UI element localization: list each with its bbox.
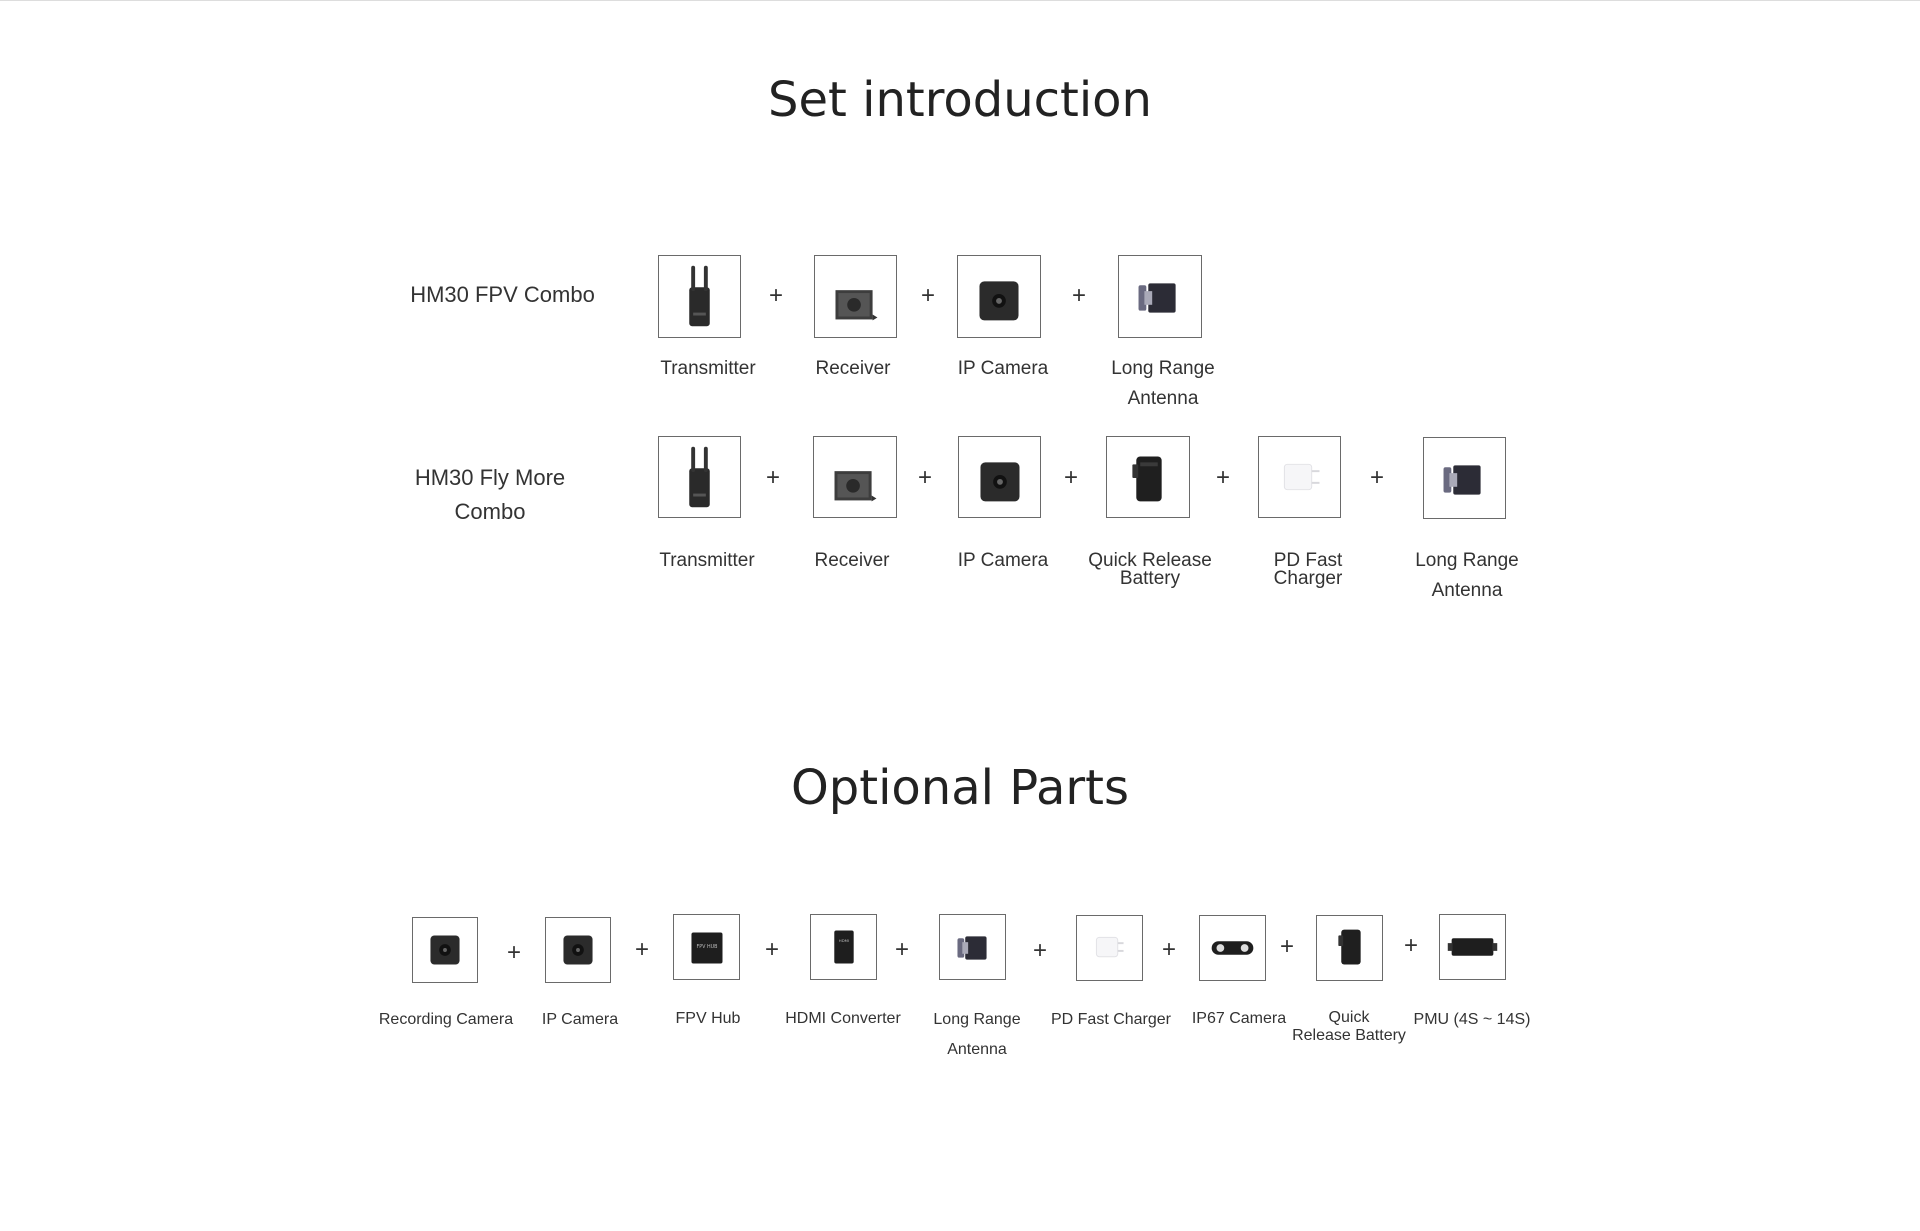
receiver-icon [834,471,877,502]
long-range-antenna-icon [957,936,987,960]
plus-sign: + [1369,464,1385,491]
set-introduction-title: Set introduction [768,72,1152,128]
fly-more-battery-box[interactable] [1106,436,1190,518]
caption: HDMI Converter [785,1010,901,1027]
caption: PD Fast Charger [1050,1011,1172,1028]
caption: Transmitter [659,550,755,571]
optional-recording-camera-box[interactable] [412,917,478,983]
plus-sign: + [765,464,781,491]
battery-icon [1338,929,1361,965]
plus-sign: + [506,939,522,966]
ip-camera-icon [979,281,1019,321]
hdmi-converter-icon: HDMI [834,930,854,964]
caption: IP Camera [957,550,1049,571]
recording-camera-icon [430,935,460,965]
caption: IP Camera [957,358,1049,379]
optional-ip-camera-box[interactable] [545,917,611,983]
caption: Long Range Antenna [933,1011,1021,1058]
fpv-combo-transmitter-box[interactable] [658,255,741,338]
top-divider [0,0,1920,1]
plus-sign: + [1032,937,1048,964]
fly-more-charger-box[interactable] [1258,436,1341,518]
caption: PD Fast Charger [1273,550,1343,589]
caption: Receiver [814,550,890,571]
transmitter-icon [689,446,710,508]
optional-pmu-box[interactable] [1439,914,1506,980]
optional-hdmi-converter-box[interactable]: HDMI [810,914,877,980]
caption: Receiver [815,358,891,379]
caption: Quick Release Battery [1088,550,1212,589]
plus-sign: + [894,936,910,963]
fly-more-combo-label: HM30 Fly More Combo [414,465,566,524]
fpv-combo-receiver-box[interactable] [814,255,897,338]
plus-sign: + [1403,932,1419,959]
fly-more-ip-camera-box[interactable] [958,436,1041,518]
plus-sign: + [920,282,936,309]
fly-more-antenna-box[interactable] [1423,437,1506,519]
charger-icon [1095,936,1124,958]
caption: IP67 Camera [1191,1010,1287,1027]
optional-antenna-box[interactable] [939,914,1006,980]
fly-more-receiver-box[interactable] [813,436,897,518]
pmu-icon [1447,938,1498,956]
charger-icon [1283,463,1320,491]
caption: Quick Release Battery [1292,1009,1406,1044]
fpv-combo-ip-camera-box[interactable] [957,255,1041,338]
ip67-camera-icon [1211,941,1254,955]
caption: PMU (4S ~ 14S) [1413,1011,1531,1028]
ip-camera-icon [980,462,1020,502]
plus-sign: + [1161,936,1177,963]
receiver-icon [835,290,878,321]
plus-sign: + [634,936,650,963]
caption: Long Range Antenna [1415,550,1519,601]
hdmi-converter-screen-text: HDMI [839,938,849,943]
optional-fpv-hub-box[interactable]: FPV HUB [673,914,740,980]
plus-sign: + [764,936,780,963]
fly-more-transmitter-box[interactable] [658,436,741,518]
optional-battery-box[interactable] [1316,915,1383,981]
optional-parts-title: Optional Parts [791,760,1129,816]
fpv-hub-screen-text: FPV HUB [696,944,717,950]
battery-icon [1132,456,1162,502]
optional-charger-box[interactable] [1076,915,1143,981]
long-range-antenna-icon [1138,283,1176,313]
caption: IP Camera [541,1011,619,1028]
caption: Long Range Antenna [1111,358,1215,409]
plus-sign: + [1215,464,1231,491]
fpv-hub-icon: FPV HUB [691,932,723,964]
caption: FPV Hub [675,1010,741,1027]
fpv-combo-antenna-box[interactable] [1118,255,1202,338]
optional-ip67-camera-box[interactable] [1199,915,1266,981]
plus-sign: + [768,282,784,309]
transmitter-icon [689,265,710,327]
ip-camera-icon [563,935,593,965]
plus-sign: + [1071,282,1087,309]
fpv-combo-label: HM30 FPV Combo [410,282,595,307]
plus-sign: + [917,464,933,491]
plus-sign: + [1279,933,1295,960]
caption: Recording Camera [378,1011,514,1028]
long-range-antenna-icon [1443,465,1481,495]
plus-sign: + [1063,464,1079,491]
caption: Transmitter [660,358,756,379]
